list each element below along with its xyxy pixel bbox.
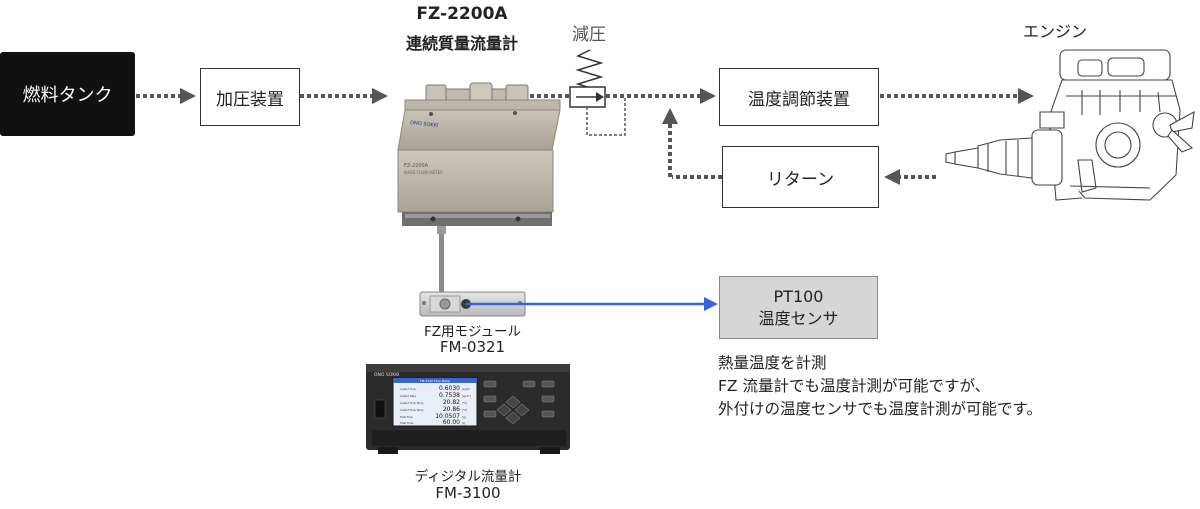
temp-control-label: 温度調節装置 — [748, 89, 850, 110]
pt100-label: PT100 — [773, 286, 824, 306]
display-brand-text: ONO SOKKI — [374, 372, 400, 378]
display-screen — [392, 377, 478, 427]
fuel-tank-box: 燃料タンク — [0, 52, 135, 136]
valve-pilot-line — [586, 97, 626, 136]
meter-cable — [439, 232, 444, 294]
display-name-label: ディジタル流量計 — [414, 469, 522, 485]
arrowhead-to-meter — [372, 88, 388, 104]
screen-row-unit-0: [kg/h] — [462, 387, 469, 391]
screen-row-value-2: 20.82 — [443, 399, 460, 406]
screen-row-name-5: Total Time — [400, 421, 414, 425]
fuel-tank-label: 燃料タンク — [22, 85, 113, 106]
mass-flow-meter-device: ONO SOKKI FZ-2200A MASS FLOW METER — [397, 82, 561, 226]
screen-row-name-0: Instant Flow — [400, 387, 417, 391]
screen-row-unit-2: [°C] — [462, 401, 467, 405]
screen-row-name-2: Instant Flow Temp — [400, 401, 424, 405]
flowmeter-name-label: 連続質量流量計 — [405, 34, 518, 53]
note-line-3: 外付けの温度センサでも温度計測が可能です。 — [718, 400, 1042, 418]
screen-row-unit-1: [g/cm³] — [462, 394, 471, 398]
return-label: リターン — [766, 169, 835, 190]
display-dpad — [496, 395, 530, 425]
valve-spring-icon — [575, 49, 604, 89]
module-name-label: FZ用モジュール — [423, 324, 522, 340]
pressure-reducing-valve — [569, 49, 626, 136]
screen-row-value-0: 0.6030 — [439, 385, 460, 392]
temp-sensor-label: 温度センサ — [758, 308, 839, 328]
note-line-2: FZ 流量計でも温度計測が可能ですが、 — [718, 377, 991, 395]
temperature-note: 熱量温度を計測 FZ 流量計でも温度計測が可能ですが、 外付けの温度センサでも温… — [718, 352, 1042, 421]
screen-row-value-1: 0.7538 — [439, 392, 460, 399]
display-model-label: FM-3100 — [435, 484, 501, 502]
temp-control-box: 温度調節装置 — [719, 68, 879, 126]
screen-row-name-3: Instant Flow Temp — [400, 408, 424, 412]
screen-row-unit-3: [°C] — [462, 408, 467, 412]
module-model-label: FM-0321 — [439, 338, 506, 356]
return-box: リターン — [722, 146, 879, 208]
pressurizer-label: 加圧装置 — [216, 89, 284, 110]
screen-row-unit-4: [g] — [462, 415, 466, 419]
display-screen-rows: Instant Flow 0.6030 [kg/h] Instant Rate … — [400, 385, 471, 426]
arrowhead-to-pressurizer — [180, 88, 196, 104]
digital-flow-meter-device: ONO SOKKI FM-3100 Flow Meter Instant Flo… — [366, 364, 570, 454]
pressure-reduction-label: 減圧 — [572, 25, 606, 45]
meter-plate-sub-text: MASS FLOW METER — [404, 170, 443, 175]
display-buttons — [483, 380, 555, 418]
pt100-sensor-box: PT100 温度センサ — [719, 276, 878, 339]
screen-row-name-4: Total Flow — [400, 415, 414, 419]
meter-brand-text: ONO SOKKI — [410, 120, 439, 129]
arrowhead-to-return — [884, 169, 900, 185]
engine-illustration — [945, 49, 1195, 201]
fuel-flow-lines — [136, 94, 1018, 179]
flowmeter-model-label: FZ-2200A — [416, 4, 508, 24]
screen-row-value-5: 60.00 — [443, 419, 460, 426]
sensor-signal-arrowhead — [704, 297, 718, 311]
engine-label: エンジン — [1022, 22, 1087, 41]
note-line-1: 熱量温度を計測 — [718, 354, 827, 372]
flow-arrowheads — [180, 88, 1034, 185]
screen-row-value-4: 10.0507 — [435, 413, 460, 420]
arrowhead-to-engine — [1018, 88, 1034, 104]
screen-row-unit-5: [s] — [462, 421, 465, 425]
display-screen-title: FM-3100 Flow Meter — [420, 379, 451, 383]
pressurizer-box: 加圧装置 — [200, 68, 300, 126]
meter-plate-model-text: FZ-2200A — [404, 163, 429, 169]
screen-row-value-3: 20.86 — [443, 406, 460, 413]
arrowhead-to-temp — [700, 88, 716, 104]
arrowhead-return-up — [662, 108, 678, 124]
screen-row-name-1: Instant Rate — [400, 394, 416, 398]
